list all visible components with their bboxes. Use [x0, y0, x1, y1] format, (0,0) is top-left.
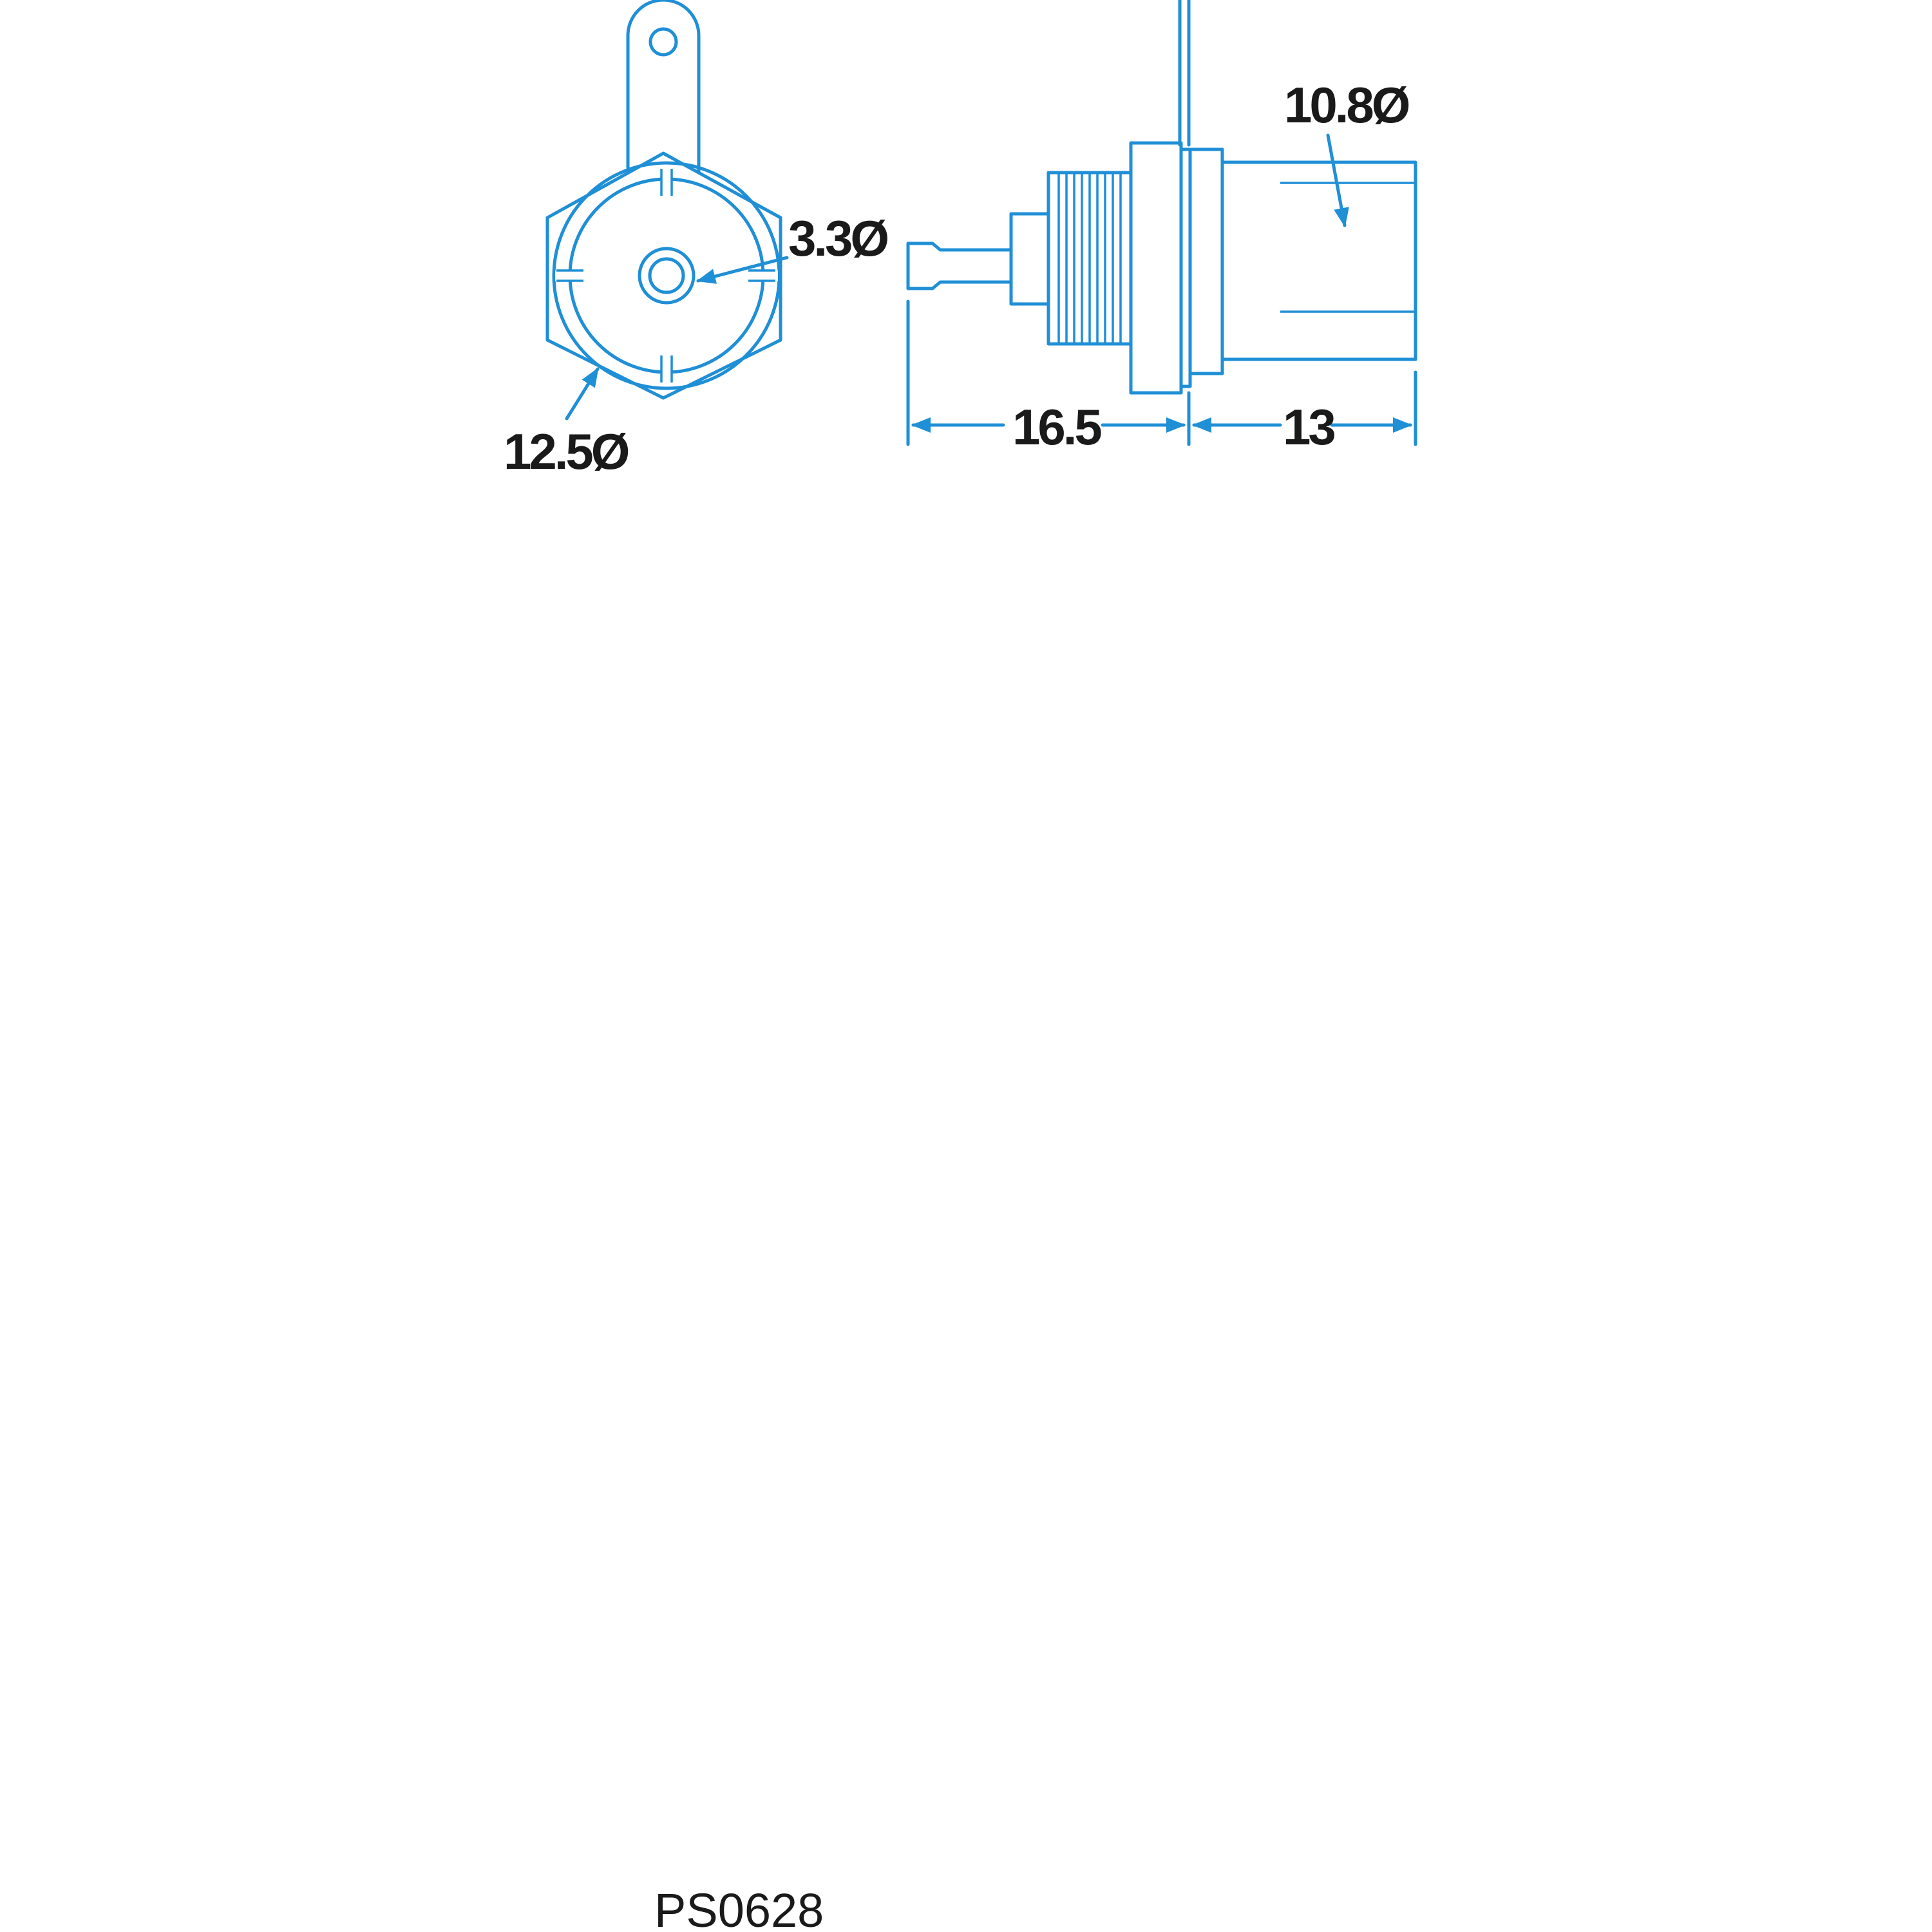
- solder-tab-hole: [649, 27, 678, 57]
- bayonet-slots: [555, 167, 778, 385]
- front-collar: [1188, 147, 1224, 375]
- rear-insulator: [1009, 212, 1050, 306]
- mounting-flange: [1129, 141, 1183, 395]
- pin-diameter-label: 3.3Ø: [788, 210, 887, 267]
- part-code: PS0628: [654, 1884, 824, 1932]
- pin-diameter-leader: [696, 256, 789, 284]
- rear-length-label: 16.5: [1012, 399, 1101, 455]
- barrel-diameter-label: 10.8Ø: [1284, 77, 1409, 133]
- center-pin-inner: [648, 257, 685, 294]
- front-view: 3.3Ø 12.5Ø: [504, 0, 890, 480]
- rear-pin: [906, 242, 1013, 290]
- thread-lines: [1057, 173, 1122, 344]
- solder-tab: [626, 0, 701, 175]
- front-length-label: 13: [1283, 399, 1334, 455]
- outer-diameter-label: 12.5Ø: [504, 423, 629, 480]
- center-pin-outer: [638, 247, 696, 305]
- outer-diameter-leader: [565, 367, 600, 421]
- outer-ring: [552, 161, 781, 390]
- outer-ring-inner: [568, 177, 765, 374]
- side-view: 10.8Ø 16.5 13: [906, 0, 1417, 455]
- front-barrel: [1220, 160, 1417, 361]
- hex-nut: [545, 151, 782, 400]
- barrel-diameter-leader: [1326, 133, 1349, 227]
